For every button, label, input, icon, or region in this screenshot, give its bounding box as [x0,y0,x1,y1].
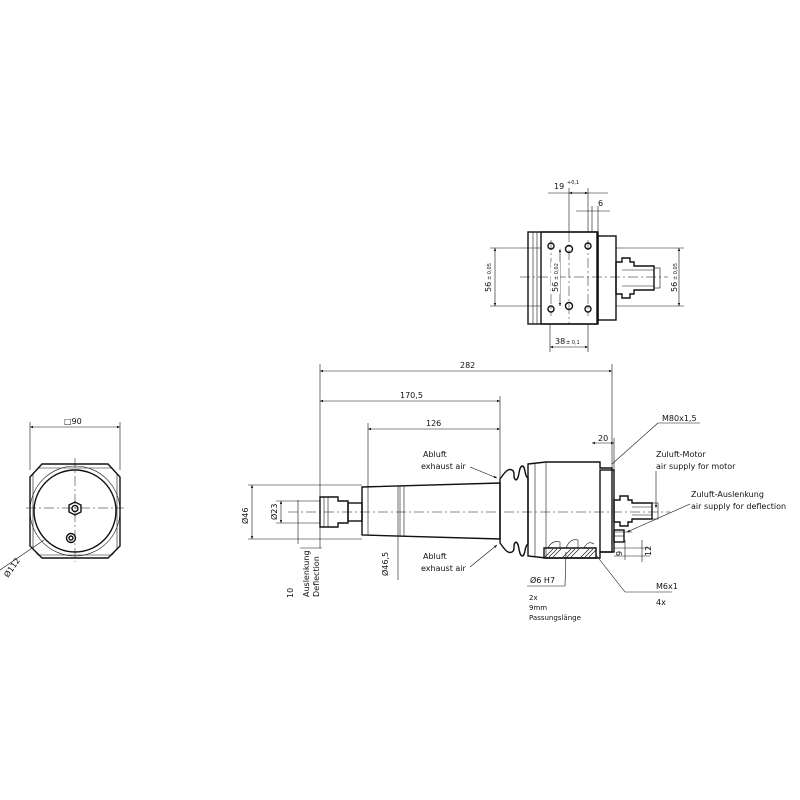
abluft-bottom-en: exhaust air [421,564,467,573]
screw-thread-label: M6x1 [656,582,678,591]
front-view-shaft [71,504,79,513]
dim-square-90-label: □90 [64,417,82,426]
thread-m80-label: M80x1,5 [662,414,697,423]
dim-dia-112-label: Ø112 [1,556,22,579]
top-view: 19 +0,1 6 56 ± 0,05 56 ± 0,02 56 ± 0,05 … [484,180,684,352]
front-view-air-port [65,532,77,544]
deflection-de-label: Auslenkung [302,550,311,597]
section-cutout [543,547,597,559]
abluft-top-de: Abluft [423,450,447,459]
dim-38-tolerance: ± 0,1 [566,340,580,346]
dim-38-label: 38 [555,337,565,346]
top-view-air-fitting [615,257,655,299]
bellows-seal [499,465,529,557]
dim-56-mid-label: 56 [551,282,560,292]
collet-nut [319,496,349,528]
dim-6-label: 6 [598,199,603,208]
abluft-top-en: exhaust air [421,462,467,471]
pin-count-label: 2x [529,594,538,602]
deflection-supply-de: Zuluft-Auslenkung [691,490,764,499]
dim-dia-23-label: Ø23 [269,504,279,520]
dim-9-label: 9 [615,551,624,556]
side-view: 282 170,5 126 20 M80x1,5 Ø46 Ø23 Ø46,5 [240,361,786,622]
top-view-housing-outline [527,231,599,325]
deflection-en-label: Deflection [312,556,321,597]
motor-air-fitting [613,495,653,527]
pin-depth-label: 9mm [529,604,547,612]
dim-56-right-label: 56 [670,282,679,292]
dim-dia-46-label: Ø46 [240,508,250,524]
dim-19-label: 19 [554,182,564,191]
motor-supply-de: Zuluft-Motor [656,450,706,459]
dim-19-tolerance: +0,1 [567,180,579,186]
dim-56-right-tolerance: ± 0,05 [673,263,679,280]
deflection-value: 10 [286,588,295,598]
screw-count-label: 4x [656,598,666,607]
deflection-supply-en: air supply for deflection [691,502,786,511]
dim-126-label: 126 [426,419,441,428]
dim-170-5-label: 170,5 [400,391,423,400]
dim-12-label: 12 [644,546,653,556]
pin-hole-label: Ø6 H7 [530,575,555,585]
top-view-side-block [597,235,617,321]
dim-20-label: 20 [598,434,608,443]
dim-dia-46-5-label: Ø46,5 [380,552,390,576]
tapered-shank [361,482,501,540]
pin-fit-length-label: Passungslänge [529,614,581,622]
motor-supply-en: air supply for motor [656,462,736,471]
abluft-bottom-de: Abluft [423,552,447,561]
dim-56-mid-tolerance: ± 0,02 [554,263,560,280]
dim-282-label: 282 [460,361,475,370]
front-view: □90 Ø112 [0,417,124,579]
dim-56-left-label: 56 [484,282,493,292]
dim-56-left-tolerance: ± 0,05 [487,263,493,280]
